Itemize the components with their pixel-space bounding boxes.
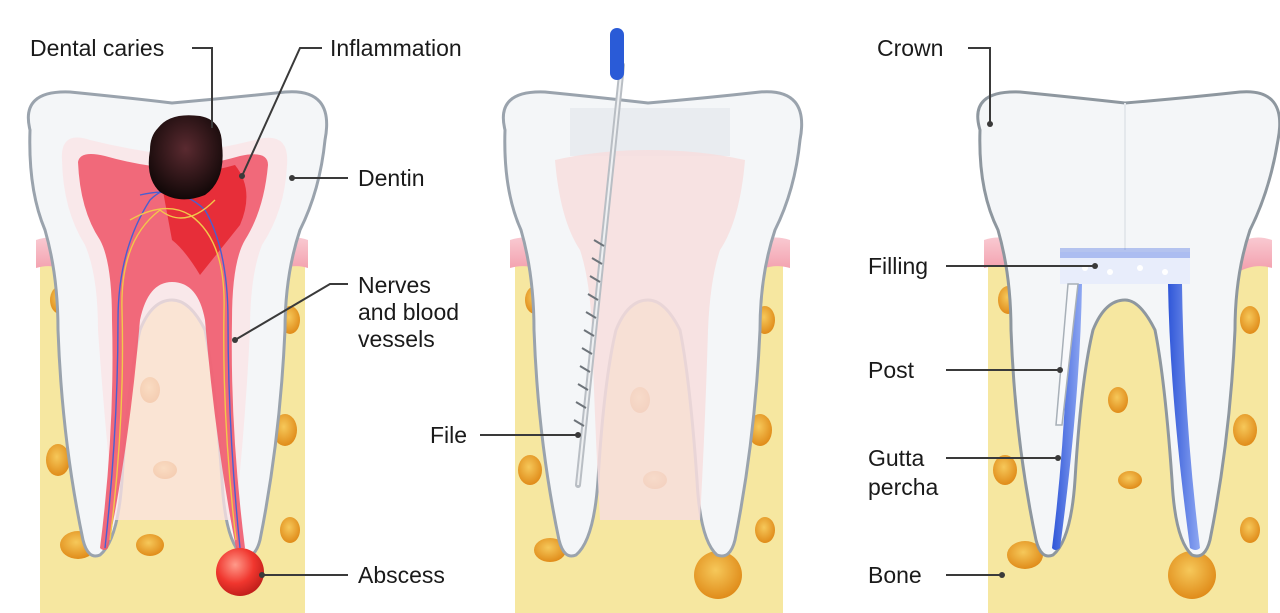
label-crown: Crown — [877, 35, 943, 61]
file-handle — [610, 28, 624, 80]
label-nerves-line3: vessels — [358, 326, 435, 352]
label-post: Post — [868, 357, 915, 383]
label-dentin: Dentin — [358, 165, 424, 191]
tooth-restored — [978, 92, 1280, 613]
abscess — [216, 548, 264, 596]
label-file: File — [430, 422, 467, 448]
label-filling: Filling — [868, 253, 928, 279]
label-nerves-line1: Nerves — [358, 272, 431, 298]
tooth-file — [503, 28, 801, 613]
label-nerves-line2: and blood — [358, 299, 459, 325]
label-gutta-line1: Gutta — [868, 445, 924, 471]
label-bone: Bone — [868, 562, 922, 588]
label-inflammation: Inflammation — [330, 35, 462, 61]
label-gutta-line2: percha — [868, 474, 939, 500]
label-abscess: Abscess — [358, 562, 445, 588]
label-dental-caries: Dental caries — [30, 35, 164, 61]
tooth-inflamed — [28, 92, 326, 613]
